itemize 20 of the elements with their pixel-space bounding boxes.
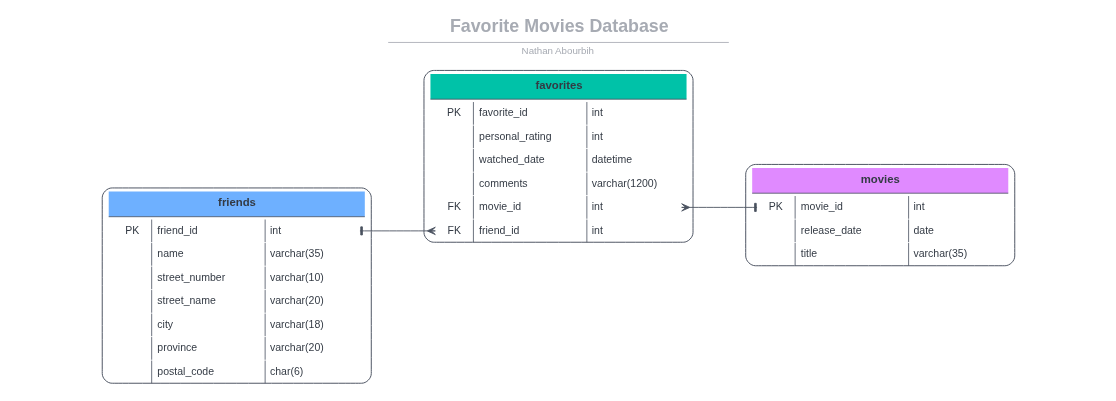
- node-text: postal_code char(6): [156, 364, 303, 377]
- node-text: release_date date: [800, 223, 934, 236]
- node-text: street_number varchar(10): [156, 270, 324, 283]
- node-text: street_name varchar(20): [156, 294, 324, 307]
- node-text: PK favorite_id int: [446, 106, 603, 119]
- node-text: FK friend_id int: [446, 223, 603, 236]
- node-text: watched_date datetime: [478, 153, 632, 166]
- node-text: PK movie_id int: [768, 200, 925, 213]
- caption: Nathan Abourbih: [521, 45, 594, 57]
- node-text: PK friend_id int: [124, 223, 281, 236]
- node-text: name varchar(35): [156, 247, 324, 260]
- node-text: FK movie_id int: [446, 200, 603, 213]
- connector: [359, 226, 436, 236]
- connector: [680, 202, 757, 212]
- node-text: comments varchar(1200): [478, 176, 657, 189]
- node-text: personal_rating int: [478, 129, 603, 142]
- node-text: city varchar(18): [156, 317, 324, 330]
- node-text: province varchar(20): [156, 341, 324, 354]
- node-text: title varchar(35): [800, 247, 967, 260]
- diagram-title: Favorite Movies Database: [449, 16, 669, 37]
